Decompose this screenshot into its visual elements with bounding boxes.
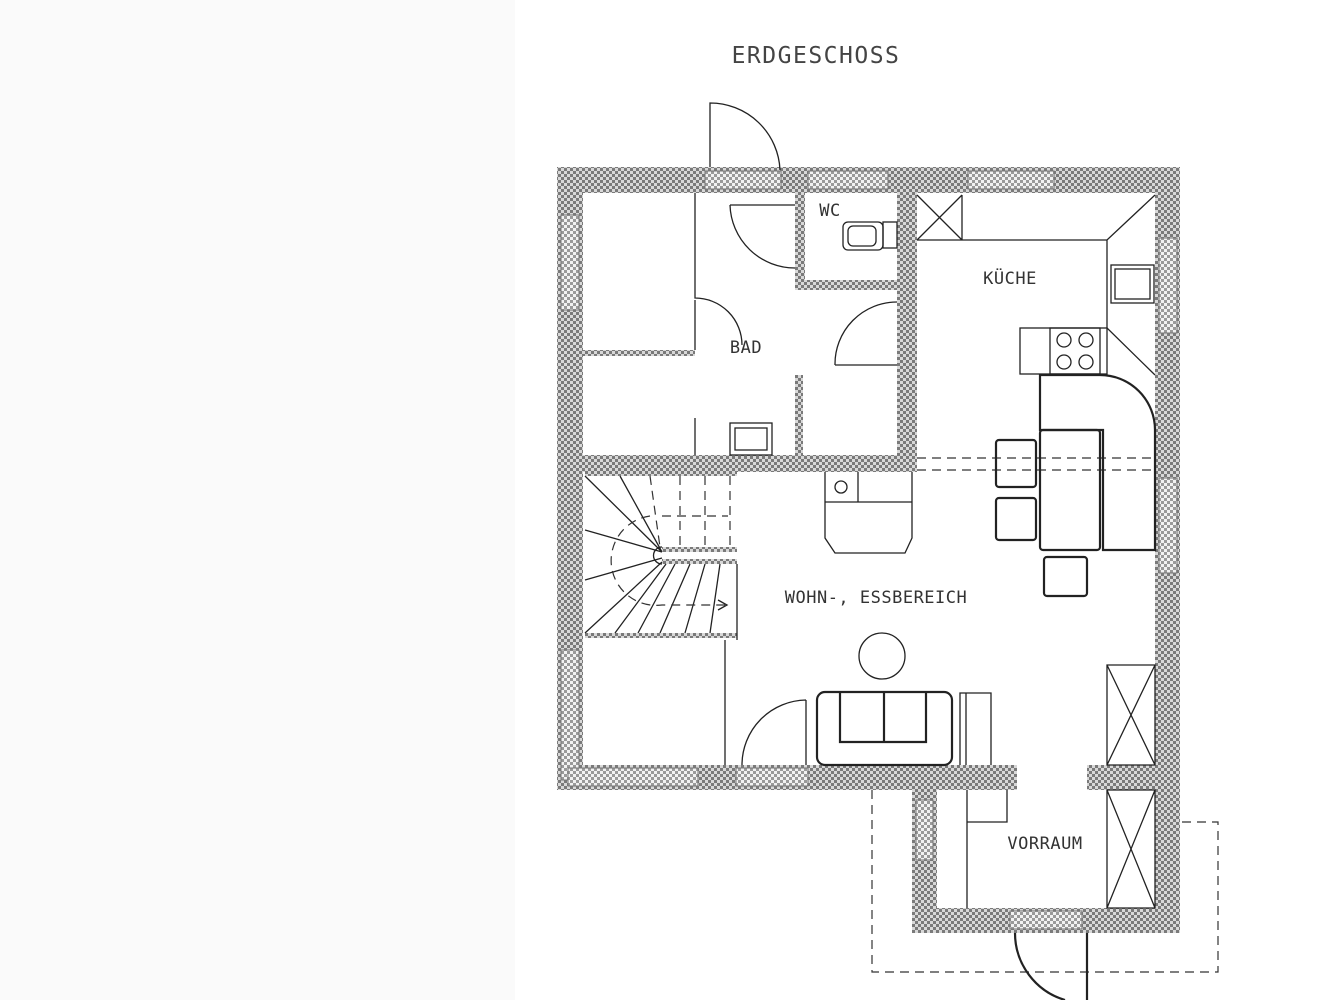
sink-icon bbox=[1110, 264, 1155, 304]
coffee-table bbox=[858, 632, 906, 680]
window bbox=[1009, 910, 1083, 930]
corner-bench bbox=[1038, 373, 1157, 552]
door-swing-wc bbox=[729, 204, 796, 269]
toilet-icon bbox=[842, 221, 898, 251]
chair bbox=[994, 438, 1038, 489]
living-furniture bbox=[815, 632, 1156, 767]
kitchen-furniture bbox=[916, 194, 1157, 598]
dashed-outlines bbox=[871, 457, 1219, 973]
window bbox=[560, 214, 580, 311]
window bbox=[967, 170, 1055, 190]
vorraum-furniture bbox=[966, 789, 1156, 909]
door-swing-top bbox=[709, 102, 781, 171]
window bbox=[704, 170, 782, 190]
door-swing-entrance bbox=[1013, 932, 1089, 1000]
room-label-wohn-essbereich: WOHN-, ESSBEREICH bbox=[785, 588, 968, 608]
door-swing-bad bbox=[694, 193, 743, 350]
chair bbox=[1042, 555, 1089, 598]
window bbox=[560, 649, 580, 781]
stove-icon bbox=[1049, 327, 1101, 375]
wardrobe bbox=[1106, 789, 1156, 909]
window bbox=[807, 170, 889, 190]
window bbox=[1158, 237, 1178, 334]
door-swing-living bbox=[741, 699, 807, 766]
wardrobe bbox=[1106, 664, 1156, 766]
floor-title: ERDGESCHOSS bbox=[732, 43, 901, 69]
room-label-kueche: KÜCHE bbox=[983, 267, 1037, 289]
window bbox=[915, 799, 934, 861]
staircase bbox=[584, 472, 738, 640]
window bbox=[567, 767, 699, 787]
dining-table bbox=[1038, 428, 1102, 552]
doors bbox=[694, 102, 1089, 1000]
window bbox=[735, 767, 809, 787]
window bbox=[1158, 477, 1178, 574]
room-label-bad: BAD bbox=[730, 338, 762, 358]
room-label-vorraum: VORRAUM bbox=[1007, 834, 1082, 854]
shower-tray-icon bbox=[729, 422, 773, 456]
room-label-wc: WC bbox=[819, 201, 840, 221]
fireplace-icon bbox=[824, 472, 913, 554]
chair bbox=[994, 496, 1038, 542]
door-swing-bad-right bbox=[834, 301, 898, 366]
left-blank-panel bbox=[0, 0, 515, 1000]
windows bbox=[560, 170, 1178, 930]
